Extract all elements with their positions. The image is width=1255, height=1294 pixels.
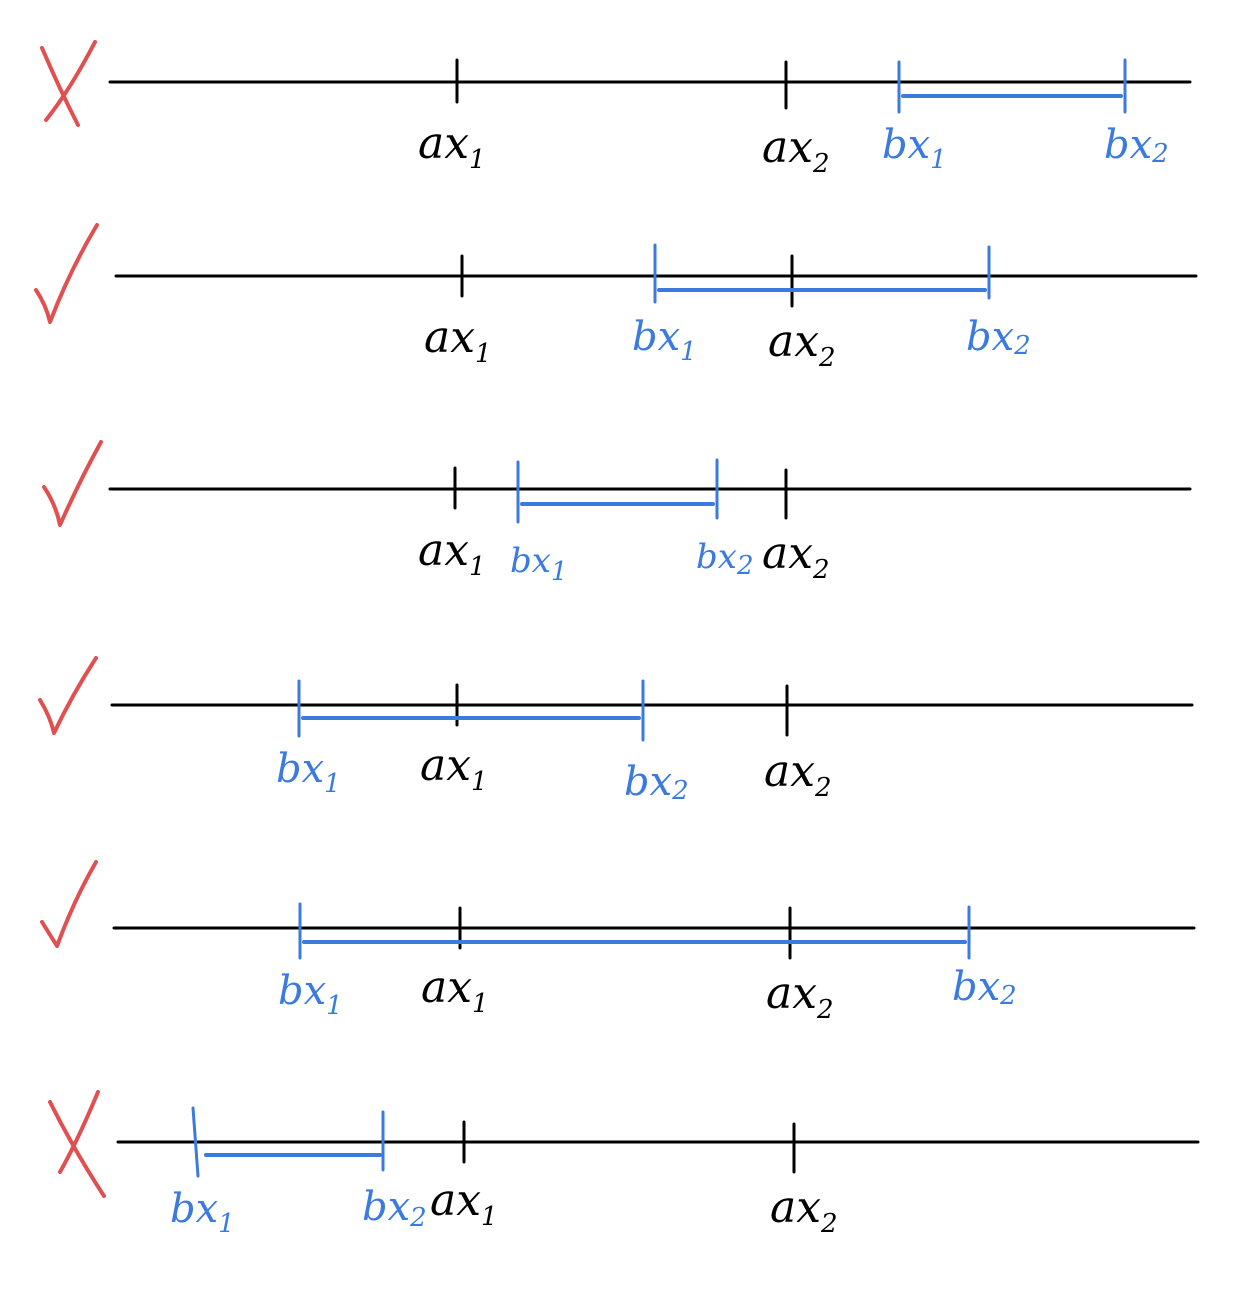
bx2-label: bx2 [696, 537, 754, 581]
ax1-label: ax1 [420, 740, 488, 797]
bx1-label: bx1 [510, 541, 568, 587]
row-3: ax1 bx1 bx2 ax2 [42, 440, 1192, 587]
ax1-label: ax1 [418, 525, 486, 582]
row-1: ax1 ax2 bx1 bx2 [40, 40, 1192, 179]
bx2-label: bx2 [1104, 122, 1169, 169]
bx2-label: bx2 [966, 314, 1031, 361]
row-4: bx1 ax1 bx2 ax2 [38, 656, 1194, 806]
row-5: bx1 ax1 ax2 bx2 [40, 860, 1196, 1025]
check-mark [42, 440, 103, 527]
check-mark [34, 223, 99, 324]
bx1-tick [191, 1106, 200, 1178]
ax2-label: ax2 [768, 316, 836, 373]
row-6: bx1 bx2 ax1 ax2 [48, 1090, 1200, 1239]
row-2: ax1 bx1 ax2 bx2 [34, 223, 1198, 373]
ax1-label: ax1 [430, 1175, 498, 1232]
check-mark [40, 860, 98, 948]
ax2-label: ax2 [766, 968, 834, 1025]
check-mark [38, 656, 98, 735]
ax2-label: ax2 [770, 1182, 838, 1239]
bx2-label: bx2 [362, 1184, 427, 1233]
ax2-label: ax2 [762, 528, 830, 585]
bx1-label: bx1 [278, 968, 343, 1021]
bx1-label: bx1 [276, 746, 341, 799]
bx1-label: bx1 [882, 122, 947, 175]
ax1-label: ax1 [421, 962, 489, 1019]
bx2-label: bx2 [624, 759, 689, 806]
ax2-label: ax2 [764, 746, 832, 803]
bx1-label: bx1 [170, 1186, 235, 1239]
ax1-label: ax1 [424, 312, 492, 369]
ax1-label: ax1 [418, 118, 486, 175]
cross-mark [48, 1090, 106, 1198]
cross-mark [40, 40, 97, 127]
bx1-label: bx1 [632, 314, 697, 367]
bx2-label: bx2 [952, 964, 1017, 1011]
ax2-label: ax2 [762, 122, 830, 179]
